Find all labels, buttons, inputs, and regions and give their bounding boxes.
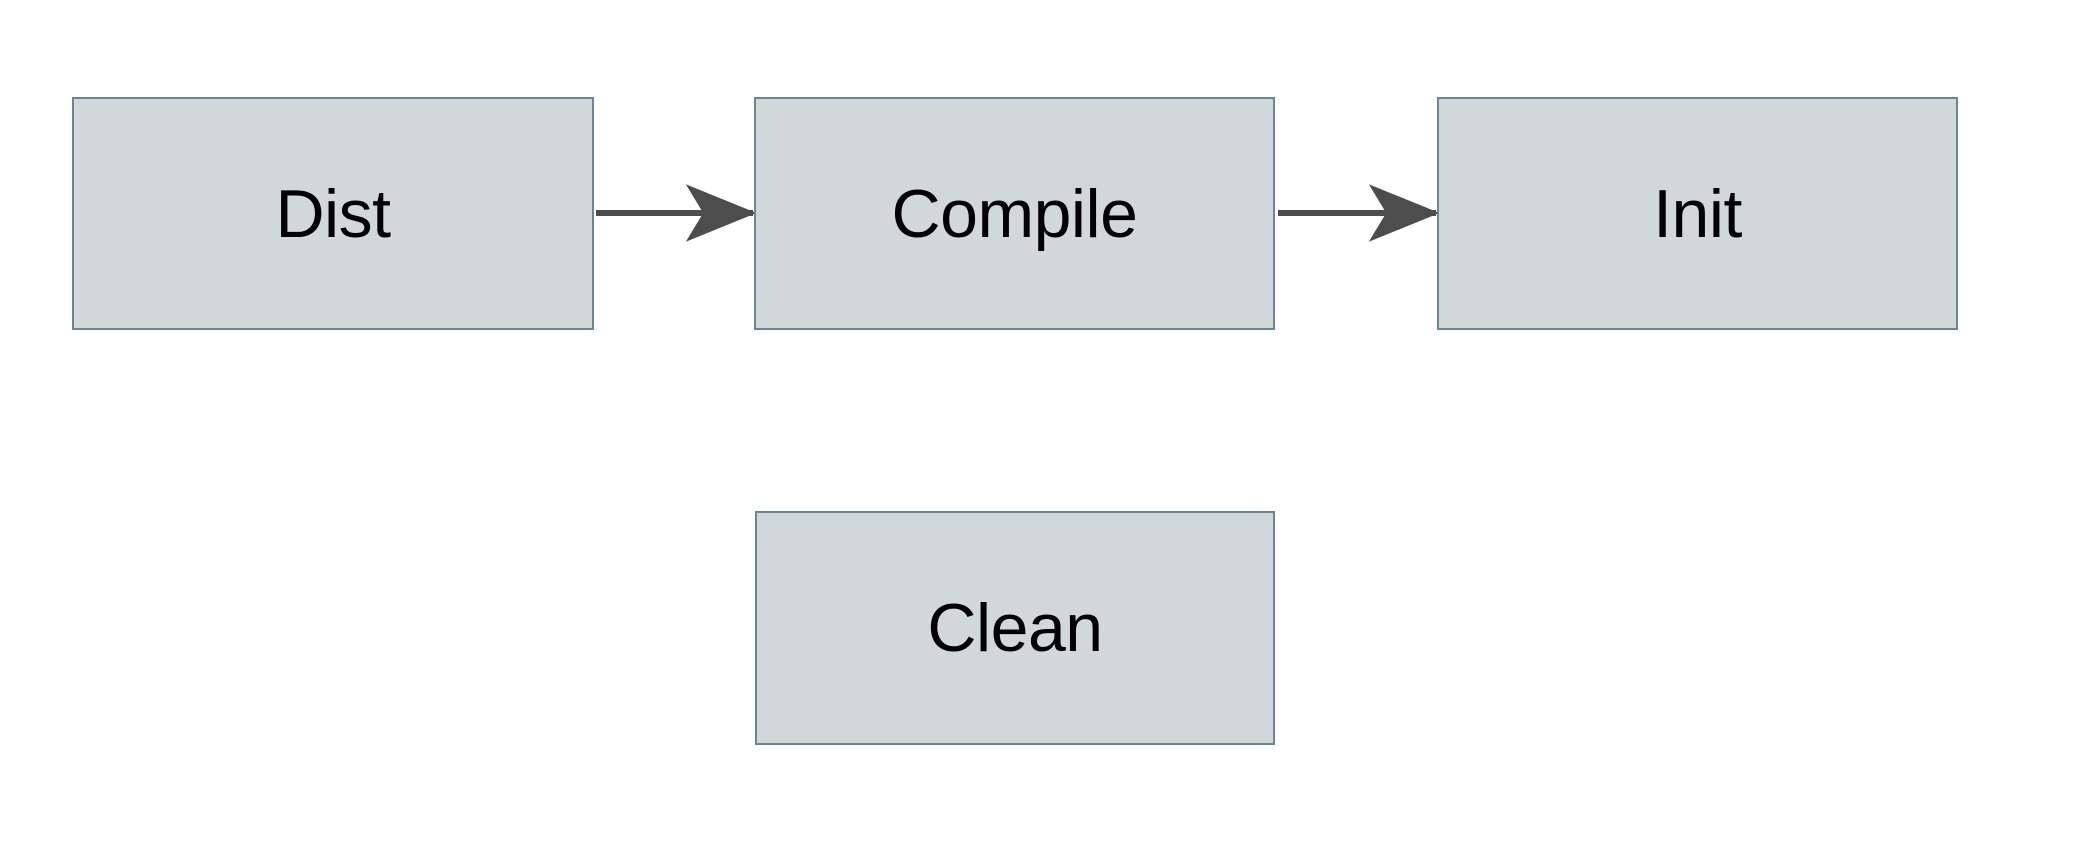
node-compile[interactable]: Compile bbox=[754, 97, 1275, 330]
node-clean-label: Clean bbox=[927, 590, 1103, 666]
node-clean[interactable]: Clean bbox=[755, 511, 1275, 745]
node-dist[interactable]: Dist bbox=[72, 97, 594, 330]
node-init[interactable]: Init bbox=[1437, 97, 1958, 330]
node-init-label: Init bbox=[1653, 175, 1742, 252]
node-compile-label: Compile bbox=[891, 175, 1138, 252]
node-dist-label: Dist bbox=[275, 175, 391, 252]
